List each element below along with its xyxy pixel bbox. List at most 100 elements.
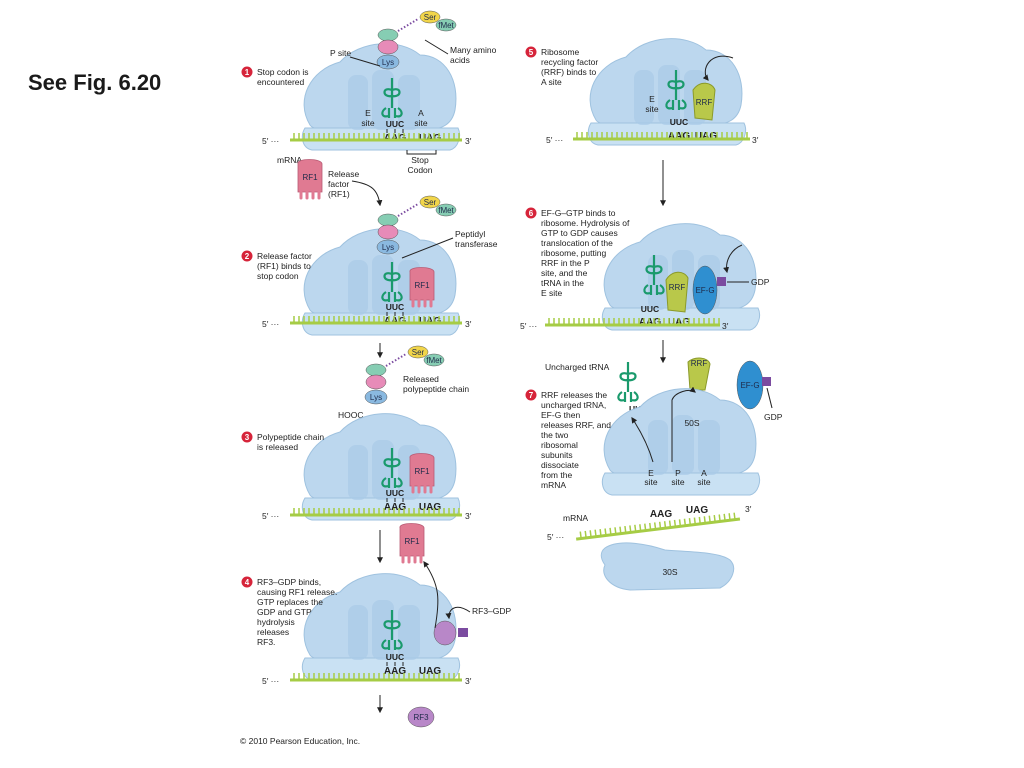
mrna-tick: [609, 527, 612, 535]
mrna-tick: [688, 518, 692, 526]
trna-body: [381, 262, 403, 302]
mrna-tick: [614, 527, 617, 535]
mrna-tick: [728, 513, 731, 521]
peptidyl-transferase-label: Peptidyl: [455, 229, 485, 239]
step-7-caption: the two: [541, 430, 569, 440]
chain-step1-lys-label: Lys: [382, 58, 394, 67]
chain-step2-aa2: [377, 224, 399, 240]
step2-anticodon: UUC: [386, 302, 404, 312]
released-chain-label: Released: [403, 374, 439, 384]
mrna-tick: [693, 517, 697, 525]
mrna-tick: [668, 520, 672, 528]
step-4-number: 4: [245, 578, 250, 587]
step-7-number: 7: [529, 391, 534, 400]
rrf-label-step6: RRF: [669, 283, 686, 292]
rf1-label: RF1: [302, 173, 318, 182]
step-4-caption: RF3.: [257, 637, 275, 647]
mrna-tick: [678, 519, 682, 527]
codon-uag-step5: UAG: [695, 131, 717, 142]
step-1-caption: Stop codon is: [257, 67, 309, 77]
mrna-tick: [584, 530, 587, 538]
copyright-text: © 2010 Pearson Education, Inc.: [240, 736, 360, 746]
release-factor-label: (RF1): [328, 189, 350, 199]
step-7-caption: subunits: [541, 450, 573, 460]
rf1-body: [399, 523, 425, 557]
ribosome-step5: [587, 38, 747, 146]
rf1-body: [297, 159, 323, 193]
step-3-caption: is released: [257, 442, 298, 452]
hooc-label: HOOC: [338, 410, 364, 420]
step-4-badge: [241, 576, 253, 588]
step-3-caption: Polypeptide chain: [257, 432, 324, 442]
many-amino-acids-label: Many amino: [450, 45, 497, 55]
fifty-s-label: 50S: [684, 418, 699, 428]
codon-uag-step7: UAG: [686, 505, 708, 516]
step4-codon-uag: UAG: [419, 666, 441, 677]
step-7-caption: EF-G then: [541, 410, 580, 420]
arrow-efg-binds: [723, 244, 743, 274]
five-prime-label: 5′ ···: [547, 532, 564, 542]
step-6-caption: translocation of the: [541, 238, 613, 248]
trna-body: [665, 70, 687, 110]
mrna-tick: [599, 529, 602, 537]
step-1-badge: [241, 66, 253, 78]
mrna-tick: [703, 516, 706, 524]
p-site-label-step7: P: [675, 468, 681, 478]
mrna-tick: [644, 523, 647, 531]
mrna-tick: [629, 525, 632, 533]
step-6-number: 6: [529, 209, 534, 218]
step-7-caption: ribosomal: [541, 440, 578, 450]
three-prime-label: 3′: [722, 321, 729, 331]
step-6-caption: ribosome. Hydrolysis of: [541, 218, 630, 228]
step-6-caption: site, and the: [541, 268, 588, 278]
chain-step2-ser: [419, 195, 441, 209]
p-site-pocket: [658, 65, 680, 125]
trna-step1: [381, 78, 403, 118]
released-chain-dots: [385, 353, 407, 367]
peptidyl-leader: [401, 237, 454, 259]
a-site-label: A: [418, 108, 424, 118]
gdp-square-step4: [458, 628, 468, 637]
five-prime-label: 5′ ···: [546, 135, 563, 145]
mrna-tick: [653, 522, 657, 530]
released-chain-lys-label: Lys: [370, 393, 382, 402]
chain-step1-fmet: [435, 18, 457, 32]
mrna-tick: [634, 524, 637, 532]
trna-step5: [665, 70, 687, 110]
chain-step2-dots: [397, 203, 419, 217]
rf1-bound-step2: RF1: [409, 267, 435, 308]
trna-released: [617, 362, 639, 402]
rf1-label: RF1: [404, 537, 420, 546]
e-site-label: site: [361, 118, 375, 128]
arrow-step1-to-2: [351, 180, 383, 207]
mrna-tick: [658, 521, 662, 529]
uncharged-trna-label: Uncharged tRNA: [545, 362, 610, 372]
mrna-tick: [624, 525, 627, 534]
three-prime-label: 3′: [465, 319, 472, 329]
step-5-caption: A site: [541, 77, 562, 87]
mrna-tick: [594, 529, 597, 537]
three-prime-label: 3′: [465, 676, 472, 686]
rrf-released: [687, 357, 711, 391]
a-site-pocket: [398, 75, 420, 130]
e-site-label: E: [649, 94, 655, 104]
chain-step1-aa2: [377, 39, 399, 55]
step-6-caption: EF-G–GTP binds to: [541, 208, 616, 218]
three-prime-label: 3′: [745, 504, 752, 514]
chain-step1-ser: [419, 10, 441, 24]
mrna-tick: [698, 516, 701, 524]
e-site-pocket: [348, 445, 368, 500]
mrna-tick: [733, 512, 736, 520]
rf1-label: RF1: [414, 281, 430, 290]
rf1-label: RF1: [414, 467, 430, 476]
trna-body: [381, 78, 403, 118]
slide-heading: See Fig. 6.20: [28, 70, 162, 95]
step3-codon-aag: AAG: [384, 502, 406, 513]
five-prime-label: 5′ ···: [262, 676, 279, 686]
five-prime-label: 5′ ···: [262, 511, 279, 521]
rrf-step6: [665, 271, 689, 313]
step-6-caption: tRNA in the: [541, 278, 584, 288]
three-prime-label: 3′: [465, 511, 472, 521]
five-prime-label: 5′ ···: [520, 321, 537, 331]
released-chain-label: polypeptide chain: [403, 384, 469, 394]
